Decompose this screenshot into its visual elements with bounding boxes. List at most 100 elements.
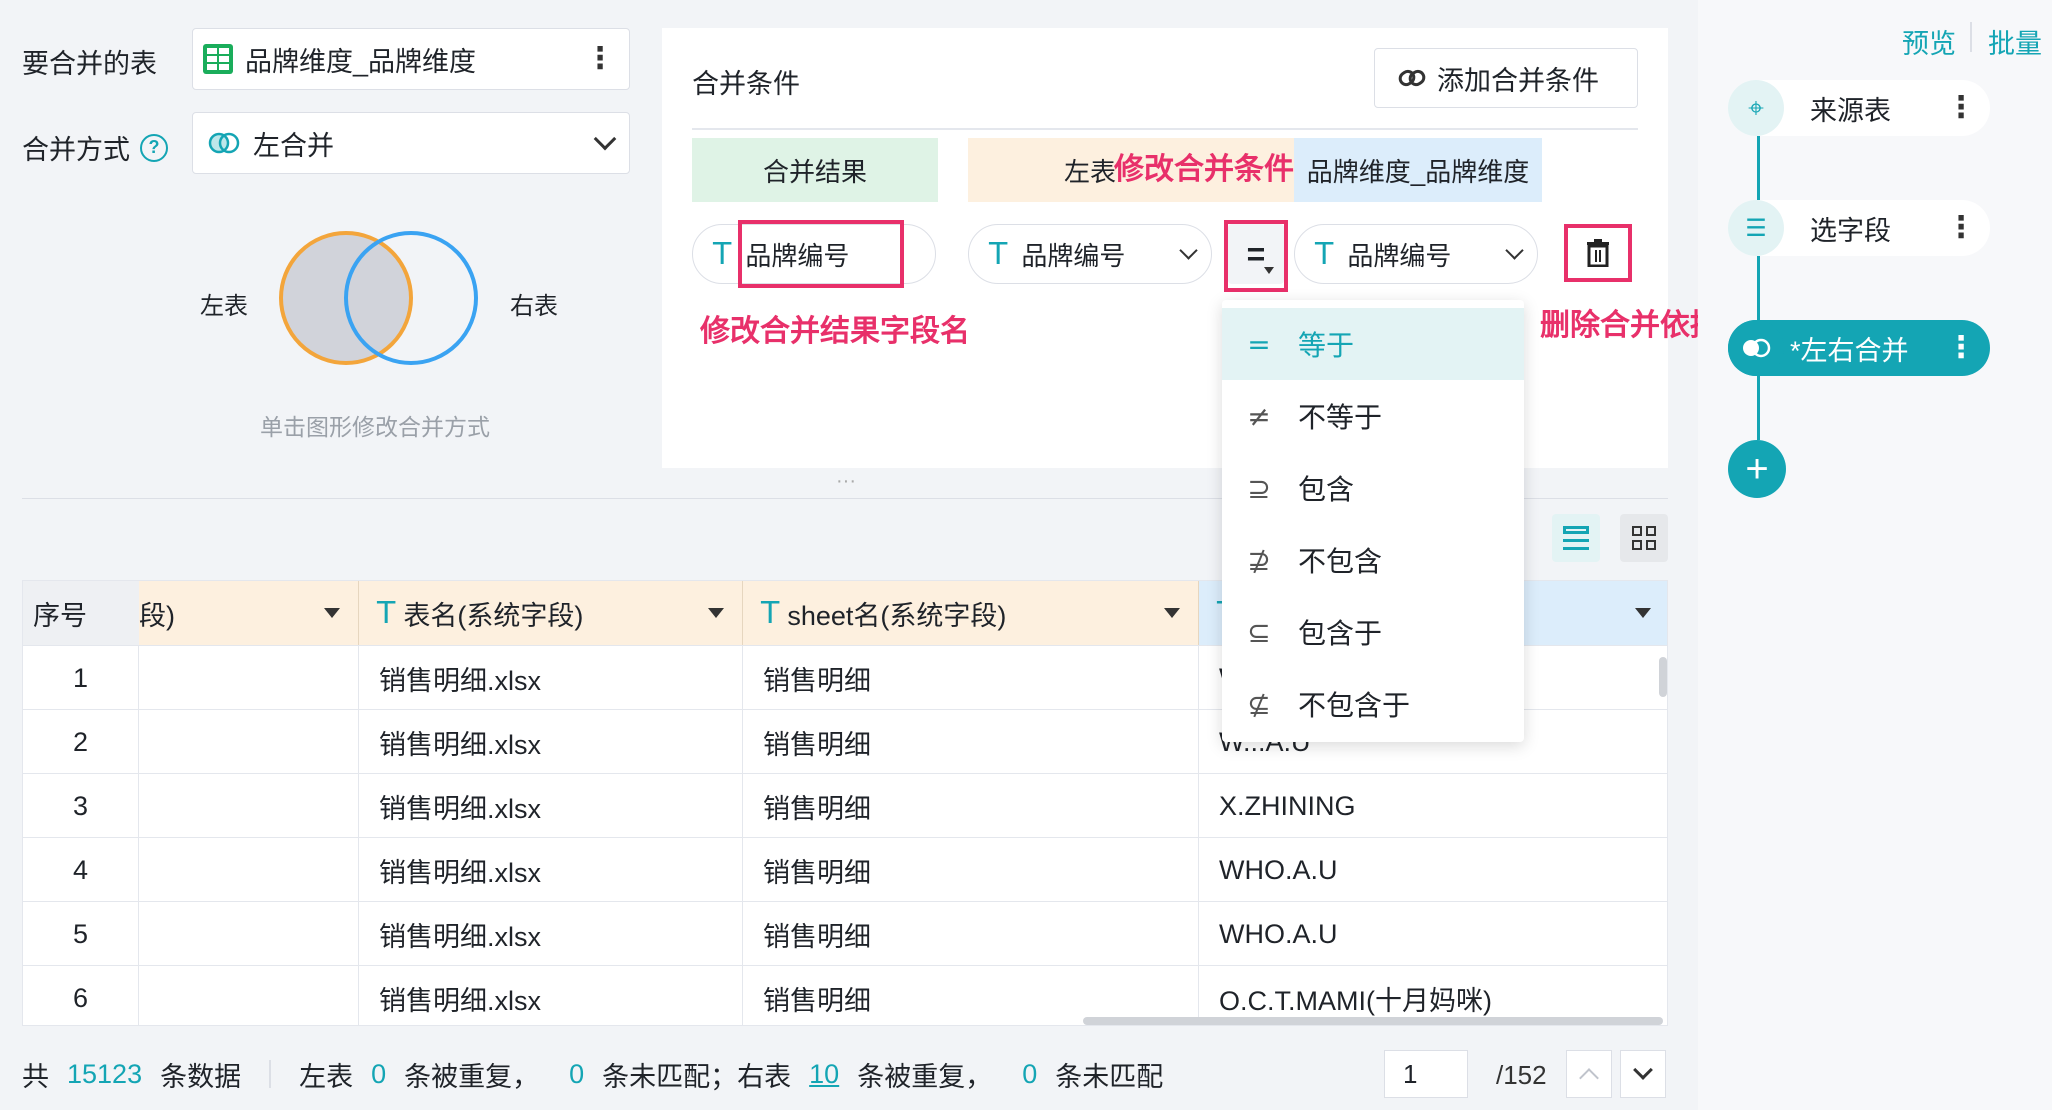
more-icon[interactable]: ⋮: [1946, 211, 1976, 244]
divider: [692, 128, 1638, 130]
pipeline-node-select-fields[interactable]: ☰ 选字段 ⋮: [1728, 200, 1990, 256]
batch-link[interactable]: 批量: [1988, 29, 2042, 59]
right-field-select[interactable]: T 品牌编号: [1294, 224, 1538, 284]
left-join-icon: [208, 132, 240, 154]
page-input[interactable]: 1: [1384, 1050, 1468, 1098]
operator-select[interactable]: =: [1228, 224, 1284, 284]
preview-link[interactable]: 预览: [1902, 29, 1956, 59]
col-header-1[interactable]: 段): [139, 581, 359, 645]
right-dup-link[interactable]: 10: [809, 1058, 840, 1089]
footer-dup-text: 条被重复，: [404, 1061, 540, 1092]
right-unmatched-count: 0: [1022, 1058, 1038, 1089]
col-header-label: 表名(系统字段): [403, 600, 584, 631]
operator-option[interactable]: =等于: [1222, 308, 1524, 380]
link-icon: [1398, 69, 1426, 87]
merge-method-row: 合并方式 ?: [22, 128, 168, 167]
annotation-edit-condition: 修改合并条件: [1114, 153, 1294, 186]
operator-option[interactable]: ⊈ 不包含于: [1222, 668, 1524, 740]
grid-view-icon[interactable]: [1620, 514, 1668, 562]
separator: [269, 1060, 272, 1088]
caret-down-icon[interactable]: [1635, 608, 1651, 618]
more-icon[interactable]: ⋮: [585, 42, 615, 75]
caret-down-icon[interactable]: [1164, 608, 1180, 618]
add-step-button[interactable]: +: [1728, 440, 1786, 498]
result-field-value[interactable]: 品牌编号: [745, 240, 850, 271]
right-field-value: 品牌编号: [1347, 240, 1452, 271]
add-condition-button[interactable]: 添加合并条件: [1374, 48, 1638, 108]
highlight-operator: [1224, 220, 1288, 292]
operator-option-label: 不等于: [1298, 402, 1383, 433]
splitter-handle[interactable]: ···: [836, 470, 856, 492]
operator-option[interactable]: ≠ 不等于: [1222, 380, 1524, 452]
pipeline-node-join[interactable]: *左右合并 ⋮: [1728, 320, 1990, 376]
table-cell: [139, 710, 359, 774]
operator-symbol-icon: ≠: [1247, 399, 1271, 433]
chevron-down-icon: [1505, 240, 1524, 260]
more-icon[interactable]: ⋮: [1946, 331, 1976, 364]
left-field-value: 品牌编号: [1021, 240, 1126, 271]
select-fields-icon: ☰: [1728, 200, 1784, 256]
table-cell: 1: [23, 646, 139, 710]
left-field-select[interactable]: T 品牌编号: [968, 224, 1212, 284]
annotation-delete-basis: 删除合并依据: [1540, 309, 1720, 342]
page-up-button[interactable]: [1566, 1050, 1612, 1098]
left-unmatched-count: 0: [569, 1058, 585, 1089]
help-icon[interactable]: ?: [140, 133, 168, 162]
more-icon[interactable]: ⋮: [1946, 91, 1976, 124]
separator: [1970, 22, 1972, 52]
merge-method-label: 合并方式: [22, 135, 130, 165]
merge-table-select[interactable]: 品牌维度_品牌维度 ⋮: [192, 28, 630, 90]
footer-right-dup-text: 条被重复，: [857, 1061, 993, 1092]
caret-down-icon[interactable]: [708, 608, 724, 618]
col-header-label: 序号: [33, 600, 87, 631]
operator-option-label: 不包含于: [1298, 690, 1411, 721]
table-cell: 6: [23, 966, 139, 1025]
delete-condition-button[interactable]: [1564, 224, 1632, 282]
spreadsheet-icon: [203, 44, 233, 74]
operator-symbol-icon: ⊈: [1247, 687, 1271, 721]
pipeline-node-label: *左右合并: [1790, 335, 1909, 366]
table-cell: 销售明细: [743, 646, 1199, 710]
merge-method-value: 左合并: [253, 130, 334, 161]
vertical-scrollbar[interactable]: [1659, 657, 1667, 697]
table-cell: [139, 646, 359, 710]
table-cell: 销售明细: [743, 710, 1199, 774]
col-left-header: 左表: [968, 138, 1294, 202]
pipeline-node-source[interactable]: ⌖ 来源表 ⋮: [1728, 80, 1990, 136]
join-icon: [1728, 320, 1784, 376]
result-field-input[interactable]: T 品牌编号: [692, 224, 936, 284]
chevron-down-icon: [593, 127, 617, 151]
table-cell: WHO.A.U: [1199, 838, 1667, 902]
footer-total-suffix: 条数据: [160, 1061, 242, 1092]
page-down-button[interactable]: [1620, 1050, 1666, 1098]
table-cell: 销售明细.xlsx: [359, 710, 743, 774]
operator-symbol-icon: ⊆: [1247, 615, 1271, 649]
list-view-icon[interactable]: [1552, 514, 1600, 562]
operator-option-label: 包含于: [1298, 618, 1383, 649]
table-cell: [139, 902, 359, 966]
operator-option[interactable]: ⊇包含: [1222, 452, 1524, 524]
venn-diagram[interactable]: [276, 228, 486, 368]
conditions-title: 合并条件: [692, 69, 800, 99]
operator-option-label: 不包含: [1298, 546, 1383, 577]
merge-method-select[interactable]: 左合并: [192, 112, 630, 174]
caret-down-icon[interactable]: [324, 608, 340, 618]
operator-option[interactable]: ⊉不包含: [1222, 524, 1524, 596]
page-total: /152: [1496, 1060, 1547, 1090]
table-cell: [139, 774, 359, 838]
table-cell: 2: [23, 710, 139, 774]
operator-option[interactable]: ⊆ 包含于: [1222, 596, 1524, 668]
table-cell: 销售明细: [743, 966, 1199, 1025]
table-cell: 销售明细: [743, 838, 1199, 902]
splitter[interactable]: [22, 498, 1668, 499]
table-cell: [139, 838, 359, 902]
venn-right-circle[interactable]: [344, 231, 478, 365]
horizontal-scrollbar[interactable]: [1083, 1017, 1663, 1025]
